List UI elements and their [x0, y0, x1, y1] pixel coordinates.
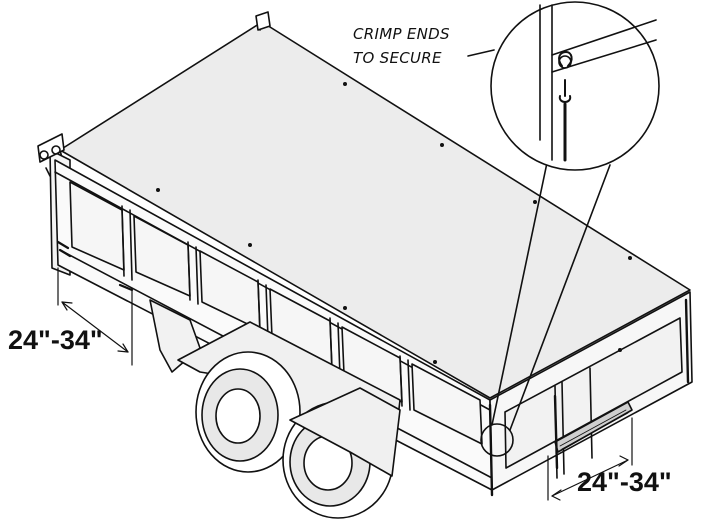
rear-bungee: [553, 394, 559, 470]
dimension-label-front: 24"-34": [8, 325, 103, 355]
dimension-lines-front: [57, 267, 133, 366]
callout-leader: [491, 157, 549, 426]
rear-wheel: [195, 351, 301, 473]
dimension-lines-rear: [547, 417, 633, 501]
dimension-label-rear: 24"-34": [577, 467, 672, 497]
tarp-roller: [37, 11, 271, 177]
side-posts: [121, 205, 411, 411]
rear-post: [589, 367, 593, 459]
front-bungee: [56, 240, 72, 258]
callout-line-2: TO SECURE: [353, 49, 442, 67]
detail-contents: [467, 4, 657, 162]
detail-circle-small: [480, 423, 514, 457]
rear-bungee: [488, 403, 494, 497]
side-panels: [69, 181, 483, 445]
callout-leader: [509, 164, 611, 431]
detail-magnifier: [490, 1, 660, 171]
fender-front: [289, 387, 401, 477]
tarp-grommets: [156, 82, 632, 364]
side-bungee: [118, 283, 134, 292]
tarp-cover: [59, 21, 691, 399]
callout-line-1: CRIMP ENDS: [353, 25, 450, 43]
rear-bungee: [684, 298, 690, 384]
